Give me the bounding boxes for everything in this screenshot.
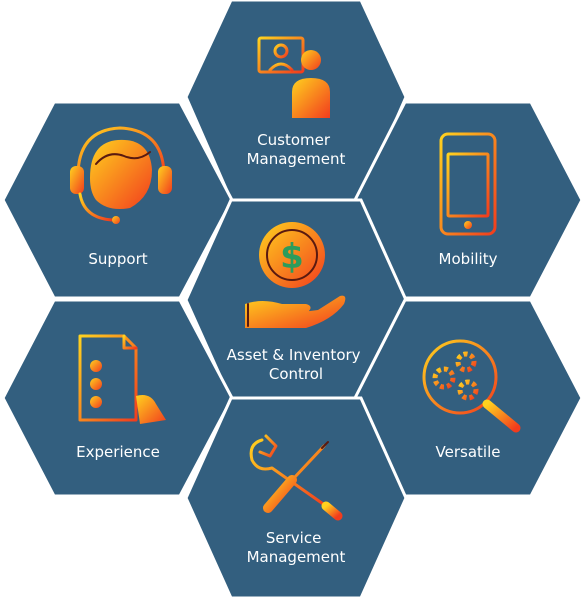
wrench-screwdriver-icon	[249, 434, 343, 521]
dollar-coin-hand-icon: $	[245, 222, 346, 328]
hexagon-shape	[184, 396, 408, 600]
magnifier-gears-icon	[422, 339, 521, 433]
hex-label: Versatile	[436, 443, 501, 461]
hexagon-shape	[1, 298, 234, 498]
hex-service-management: Service Management	[184, 396, 408, 600]
checklist-document-icon	[78, 334, 166, 424]
hex-label: Asset & Inventory Control	[227, 346, 366, 383]
svg-text:$: $	[280, 237, 304, 277]
headset-agent-icon	[70, 126, 172, 224]
hex-label: Mobility	[439, 250, 498, 268]
hex-support: Support	[1, 100, 234, 300]
hex-versatile: Versatile	[353, 298, 584, 498]
hex-label: Experience	[76, 443, 160, 461]
hex-label: Service Management	[247, 529, 346, 566]
video-conference-icon	[257, 36, 330, 118]
hex-label: Support	[88, 250, 147, 268]
hex-experience: Experience	[1, 298, 234, 498]
hex-label: Customer Management	[247, 131, 346, 168]
hex-customer-management: Customer Management	[184, 0, 408, 202]
smartphone-icon	[439, 132, 497, 236]
